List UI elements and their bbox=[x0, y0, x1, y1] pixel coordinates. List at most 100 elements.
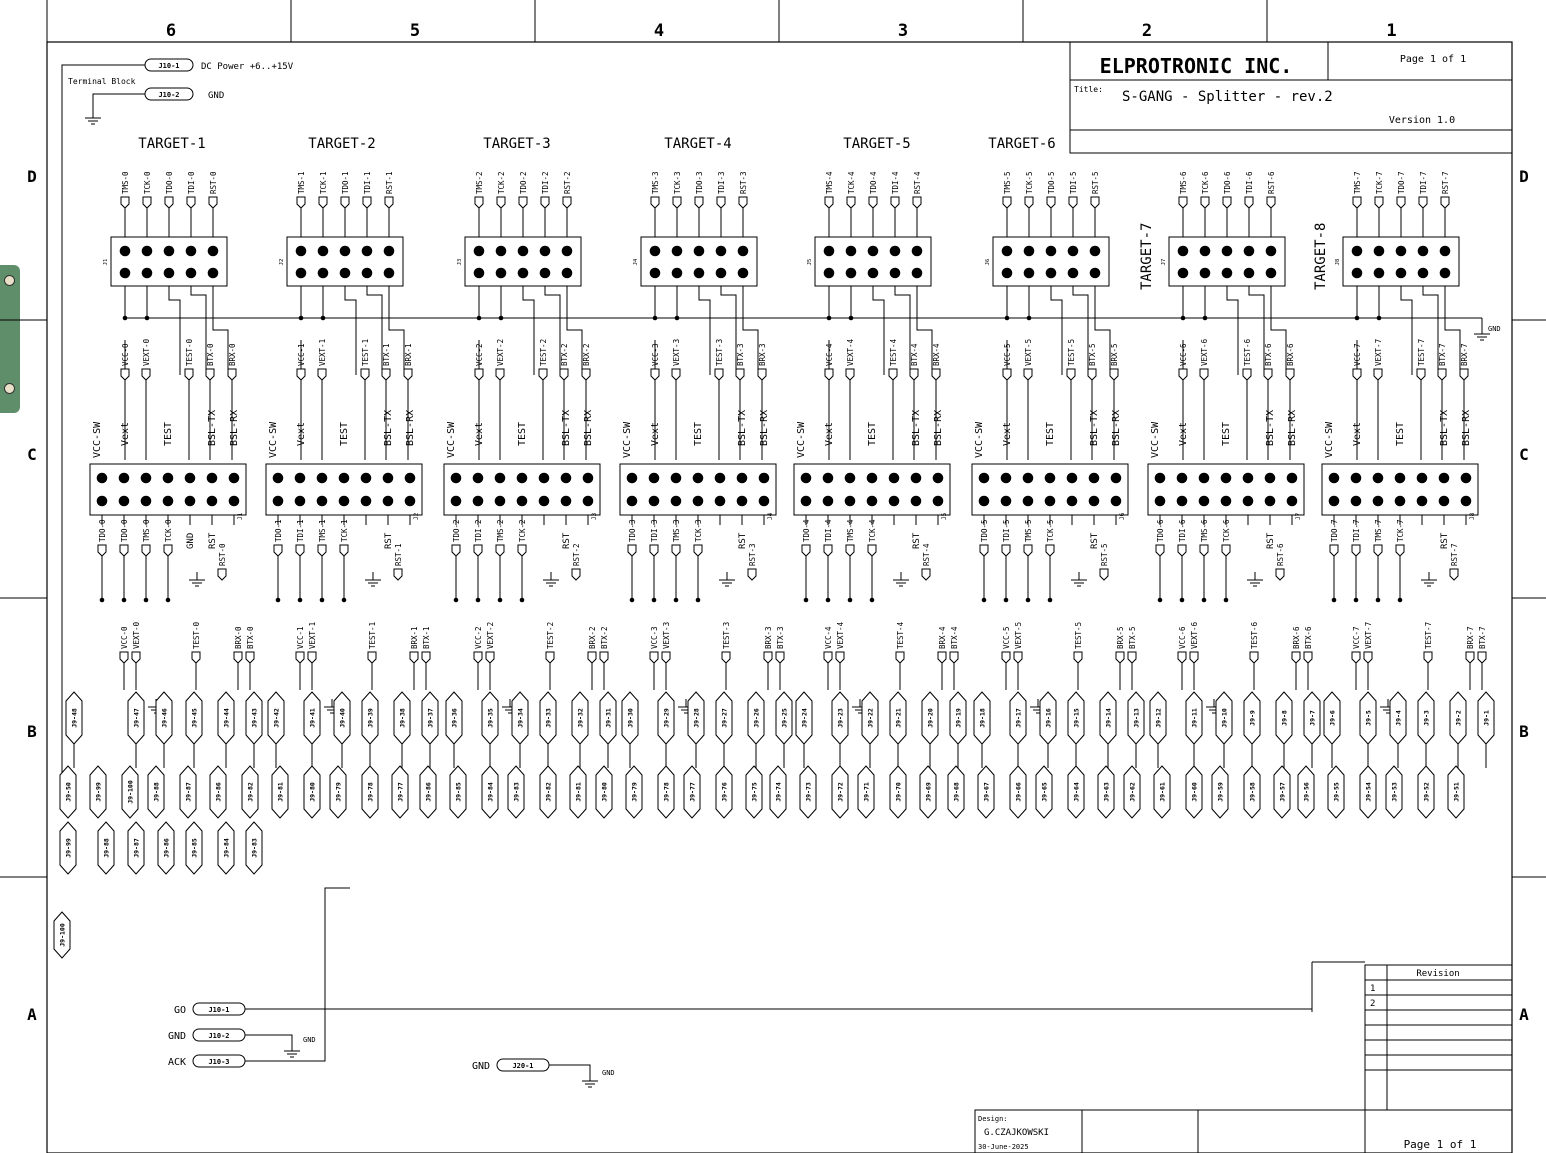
net-port-tag: J9-41 bbox=[303, 691, 321, 745]
net-port-tag: J9-44 bbox=[217, 691, 235, 745]
signal-label: RST-0 bbox=[209, 171, 218, 194]
net-port-tag: J9-38 bbox=[393, 691, 411, 745]
flag-outline bbox=[1222, 196, 1232, 209]
signal-label: TCK-6 bbox=[1201, 171, 1210, 194]
net-port-tag: J9-84 bbox=[217, 821, 235, 875]
conn-signal-label: VCC-SW bbox=[268, 421, 279, 458]
signal-flag: TMS-5 bbox=[1002, 171, 1012, 209]
signal-label: TEST-0 bbox=[185, 338, 194, 366]
signal-label: TDI-3 bbox=[717, 171, 726, 194]
ground-symbol-icon bbox=[1474, 326, 1490, 341]
flag-outline bbox=[895, 651, 905, 664]
ground-symbol-icon bbox=[1421, 572, 1437, 587]
net-port-tag: J10-1 bbox=[192, 1002, 246, 1016]
port-label: J9-45 bbox=[191, 708, 199, 728]
port-label: J9-12 bbox=[1155, 708, 1163, 728]
connector-pin bbox=[693, 267, 705, 279]
flag-outline bbox=[1477, 651, 1487, 664]
connector-pin bbox=[1001, 267, 1013, 279]
flag-outline bbox=[1416, 368, 1426, 381]
signal-label: RST-5 bbox=[1100, 543, 1109, 566]
conn-signal-label: RST bbox=[1090, 532, 1100, 549]
signal-flag: TDI-0 bbox=[186, 171, 196, 209]
wire bbox=[388, 278, 405, 375]
port-label: J10-2 bbox=[208, 1032, 229, 1040]
power-label: GND bbox=[208, 91, 224, 101]
signal-flag: TMS-1 bbox=[296, 171, 306, 209]
port-outline bbox=[217, 821, 235, 875]
connector-pin bbox=[1395, 267, 1407, 279]
wire bbox=[522, 278, 535, 375]
connector-pin bbox=[758, 472, 770, 484]
port-label: J9-27 bbox=[721, 708, 729, 728]
bsl-connector bbox=[443, 463, 601, 516]
signal-label: VEXT-2 bbox=[496, 339, 505, 366]
port-label: J9-33 bbox=[545, 708, 553, 728]
signal-label: TCK-4 bbox=[868, 519, 877, 542]
flag-outline bbox=[317, 544, 327, 557]
connector-pin bbox=[932, 472, 944, 484]
signal-label: BRX-4 bbox=[932, 343, 941, 366]
connector-pin bbox=[1438, 472, 1450, 484]
page-number: Page 1 of 1 bbox=[1400, 54, 1466, 65]
port-outline bbox=[361, 765, 379, 819]
port-outline bbox=[831, 765, 849, 819]
flag-outline bbox=[208, 196, 218, 209]
flag-outline bbox=[835, 651, 845, 664]
net-port-tag: J9-99 bbox=[89, 765, 107, 819]
control-label: GO bbox=[174, 1005, 186, 1016]
flag-outline bbox=[1244, 196, 1254, 209]
signal-label: RST-1 bbox=[394, 543, 403, 566]
flag-outline bbox=[296, 368, 306, 381]
port-outline bbox=[1211, 765, 1229, 819]
connector-pin bbox=[1089, 245, 1101, 257]
port-label: J9-65 bbox=[1041, 782, 1049, 802]
signal-label: TMS-7 bbox=[1374, 519, 1383, 542]
junction-dot bbox=[825, 597, 831, 603]
net-port-tag: J10-1 bbox=[144, 58, 194, 72]
connector-pin bbox=[404, 495, 416, 507]
signal-flag: VCC-6 bbox=[1178, 343, 1188, 381]
flag-outline bbox=[1373, 368, 1383, 381]
net-port-tag: J9-66 bbox=[1009, 765, 1027, 819]
signal-flag: VCC-3 bbox=[650, 343, 660, 381]
connector-pin bbox=[1351, 245, 1363, 257]
port-outline bbox=[1067, 691, 1085, 745]
conn-signal-label: RST bbox=[562, 532, 572, 549]
port-label: J9-81 bbox=[575, 782, 583, 802]
net-port-tag: J9-77 bbox=[391, 765, 409, 819]
port-label: J9-16 bbox=[1045, 708, 1053, 728]
flag-outline bbox=[245, 651, 255, 664]
connector-pin bbox=[1372, 495, 1384, 507]
flag-outline bbox=[474, 196, 484, 209]
signal-label: TEST-3 bbox=[722, 622, 731, 649]
net-port-tag: J20-1 bbox=[496, 1058, 550, 1072]
signal-flag: TMS-2 bbox=[495, 519, 505, 557]
port-label: J9-82 bbox=[545, 782, 553, 802]
port-outline bbox=[267, 691, 285, 745]
signal-flag: TDI-2 bbox=[540, 171, 550, 209]
flag-outline bbox=[409, 651, 419, 664]
flag-outline bbox=[649, 544, 659, 557]
conn-signal-label: BSL-TX bbox=[911, 410, 922, 446]
conn-signal-label: BSL-RX bbox=[1461, 410, 1472, 446]
net-port-tag: J9-54 bbox=[1359, 765, 1377, 819]
flag-outline bbox=[295, 651, 305, 664]
signal-label: TMS-4 bbox=[825, 171, 834, 194]
connector-pin bbox=[272, 472, 284, 484]
port-label: J9-83 bbox=[251, 838, 259, 858]
flag-outline bbox=[184, 368, 194, 381]
net-port-tag: J9-16 bbox=[1039, 691, 1057, 745]
connector-pin bbox=[1088, 472, 1100, 484]
port-outline bbox=[831, 691, 849, 745]
connector-pin bbox=[360, 472, 372, 484]
signal-label: BRX-0 bbox=[228, 343, 237, 366]
flag-outline bbox=[888, 368, 898, 381]
port-label: J9-66 bbox=[1015, 782, 1023, 802]
signal-label: VCC-4 bbox=[824, 626, 833, 649]
net-port-tag: J9-50 bbox=[59, 765, 77, 819]
ground-symbol-icon bbox=[1071, 572, 1087, 587]
signal-flag: TDO-2 bbox=[518, 171, 528, 209]
port-outline bbox=[1385, 765, 1403, 819]
